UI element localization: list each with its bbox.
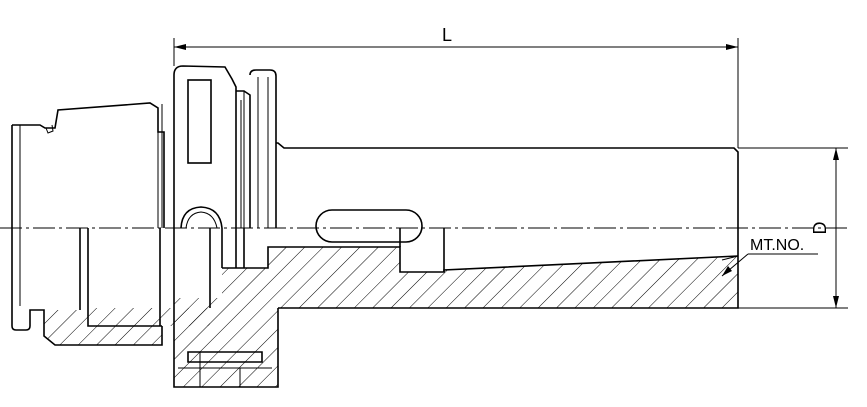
taper-leader: MT.NO. (721, 237, 818, 277)
upper-outline (11, 65, 739, 243)
dimension-length: L (173, 25, 739, 148)
length-label: L (442, 25, 452, 45)
dimension-diameter: D (738, 147, 848, 309)
hatched-section (44, 247, 738, 387)
diameter-label: D (810, 222, 830, 235)
taper-label: MT.NO. (750, 237, 804, 254)
